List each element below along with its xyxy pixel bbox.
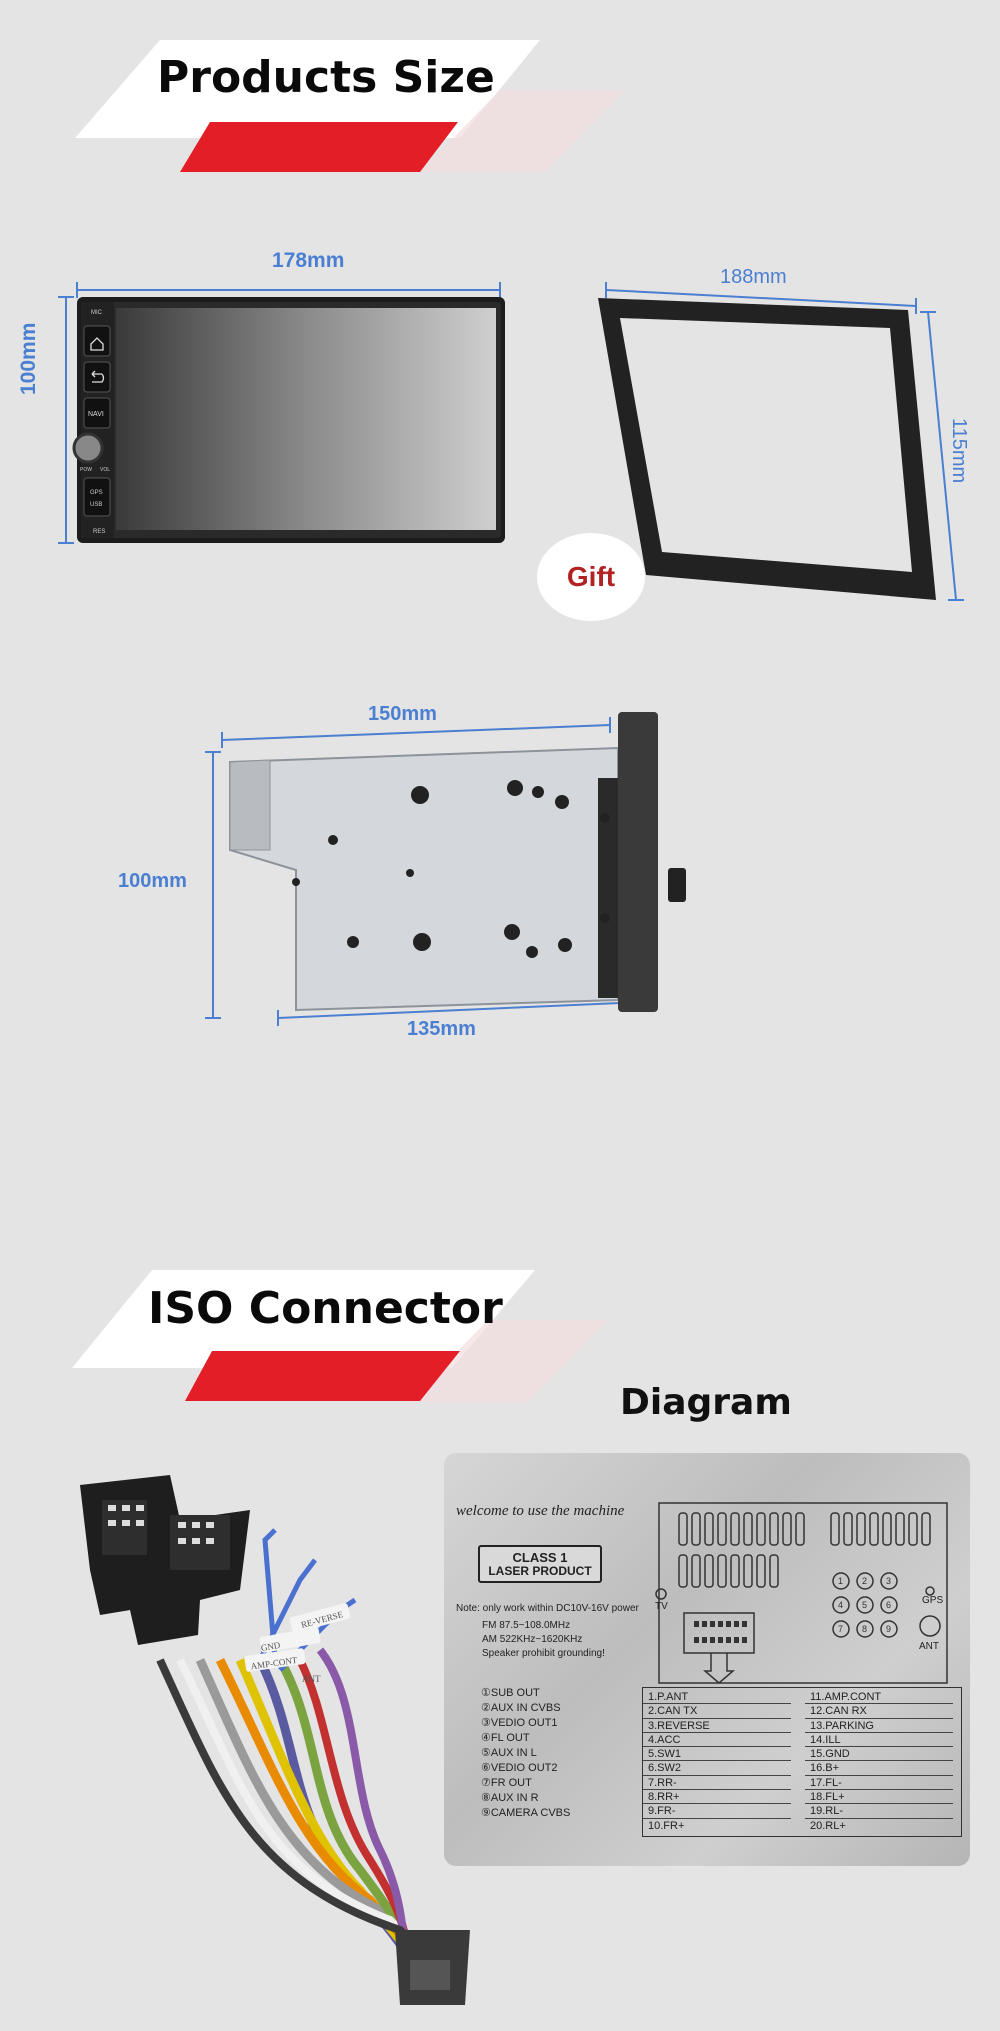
side-depth-bottom-label: 135mm [407,1018,476,1040]
pin-19: 19.RL- [805,1804,953,1819]
connector-layout-drawing: 1 2 3 4 5 6 7 8 9 [655,1502,948,1684]
pin-col-right: 11.AMP.CONT 12.CAN RX 13.PARKING 14.ILL … [805,1690,953,1833]
pin-18: 18.FL+ [805,1790,953,1805]
pin-16: 16.B+ [805,1761,953,1776]
home-icon [90,337,104,351]
harness-drawing: GND AMP-CONT RE-VERSE ANT [80,1475,470,2005]
iso-connector-title: ISO Connector [148,1283,503,1334]
am-range: AM 522KHz~1620KHz [482,1634,583,1645]
products-size-title: Products Size [157,52,495,103]
pin-9: 9.FR- [643,1804,791,1819]
tv-label: TV [655,1601,668,1612]
side-height-label: 100mm [118,870,187,892]
svg-text:5: 5 [862,1600,867,1610]
frame-drawing [598,282,964,601]
banner-shapes-iso [72,1270,608,1402]
pin-17: 17.FL- [805,1776,953,1791]
pin-14: 14.ILL [805,1733,953,1748]
mic-label: MIC [91,310,103,316]
pin-1: 1.P.ANT [643,1690,791,1705]
svg-text:8: 8 [862,1624,867,1634]
pin-2: 2.CAN TX [643,1704,791,1719]
diagram-title: Diagram [620,1382,792,1423]
output-1: ①SUB OUT [481,1687,540,1699]
pin-4: 4.ACC [643,1733,791,1748]
output-5: ⑤AUX IN L [481,1747,537,1759]
gps-label: GPS [90,490,103,496]
unit-width-label: 178mm [272,249,345,272]
output-7: ⑦FR OUT [481,1777,532,1789]
output-6: ⑥VEDIO OUT2 [481,1762,558,1774]
unit-height-label: 100mm [17,322,40,395]
ant-label: ANT [919,1641,939,1652]
res-label: RES [93,529,105,535]
gps-port-label: GPS [922,1595,944,1606]
pin-7: 7.RR- [643,1776,791,1791]
back-icon [91,370,105,383]
class-1-text: CLASS 1 [512,1550,568,1565]
svg-text:4: 4 [838,1600,843,1610]
svg-text:2: 2 [862,1576,867,1586]
pin-table: 1.P.ANT 2.CAN TX 3.REVERSE 4.ACC 5.SW1 6… [642,1687,962,1837]
banner-shapes [75,40,625,172]
pin-12: 12.CAN RX [805,1704,953,1719]
gift-badge: Gift [537,533,645,621]
pow-label: POW [80,467,92,473]
connector-diagram-plate: welcome to use the machine CLASS 1 LASER… [444,1453,970,1866]
fm-range: FM 87.5~108.0MHz [482,1620,571,1631]
svg-text:3: 3 [886,1576,891,1586]
tag-gnd: GND [260,1640,281,1653]
unit-front-drawing: MIC NAVI POW VOL GPS USB RES [58,282,505,544]
pin-20: 20.RL+ [810,1819,846,1832]
pin-3: 3.REVERSE [643,1719,791,1733]
output-9: ⑨CAMERA CVBS [481,1807,571,1819]
pin-col-left: 1.P.ANT 2.CAN TX 3.REVERSE 4.ACC 5.SW1 6… [643,1690,791,1833]
pin-6: 6.SW2 [643,1761,791,1776]
pin-15: 15.GND [805,1747,953,1762]
output-8: ⑧AUX IN R [481,1792,539,1804]
power-note: Note: only work within DC10V-16V power [456,1603,639,1614]
pin-11: 11.AMP.CONT [805,1690,953,1705]
usb-label: USB [90,502,102,508]
side-depth-top-label: 150mm [368,703,437,725]
svg-text:1: 1 [838,1576,843,1586]
navi-label: NAVI [88,411,104,418]
frame-width-label: 188mm [720,266,787,288]
side-drawing [205,712,686,1026]
pin-8: 8.RR+ [643,1790,791,1805]
class-1-laser-label: CLASS 1 LASER PRODUCT [478,1545,602,1583]
output-4: ④FL OUT [481,1732,530,1744]
welcome-text: welcome to use the machine [456,1503,625,1519]
tag-ant: ANT [302,1674,321,1684]
pin-13: 13.PARKING [805,1719,953,1733]
svg-text:9: 9 [886,1624,891,1634]
vol-label: VOL [100,467,110,473]
pin-10: 10.FR+ [648,1819,685,1832]
frame-height-label: 115mm [948,418,970,484]
svg-text:7: 7 [838,1624,843,1634]
svg-text:6: 6 [886,1600,891,1610]
laser-product-text: LASER PRODUCT [488,1564,592,1578]
pin-5: 5.SW1 [643,1747,791,1762]
output-2: ②AUX IN CVBS [481,1702,561,1714]
speaker-warning: Speaker prohibit grounding! [482,1648,605,1659]
output-3: ③VEDIO OUT1 [481,1717,558,1729]
